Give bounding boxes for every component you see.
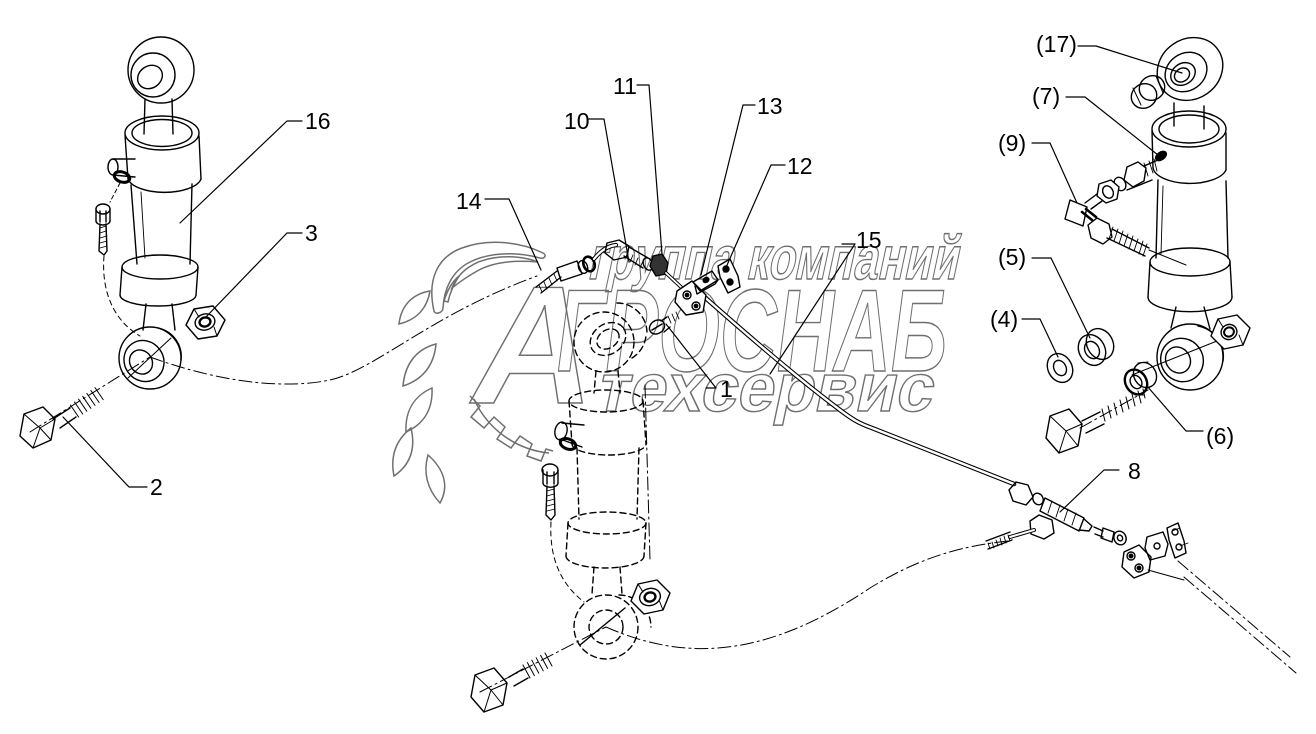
svg-text:10: 10: [564, 108, 590, 134]
svg-text:14: 14: [456, 188, 482, 214]
svg-text:(17): (17): [1036, 31, 1077, 57]
svg-text:(4): (4): [990, 306, 1018, 332]
svg-text:(5): (5): [998, 244, 1026, 270]
svg-text:8: 8: [1128, 458, 1141, 484]
svg-text:13: 13: [757, 93, 783, 119]
svg-text:1: 1: [720, 376, 733, 402]
svg-text:(7): (7): [1032, 83, 1060, 109]
svg-text:15: 15: [856, 227, 882, 253]
svg-text:16: 16: [305, 108, 331, 134]
svg-text:(6): (6): [1206, 423, 1234, 449]
svg-text:2: 2: [150, 474, 163, 500]
svg-text:12: 12: [787, 153, 813, 179]
svg-text:группа компаний: группа компаний: [584, 225, 969, 293]
svg-text:(9): (9): [998, 130, 1026, 156]
svg-text:техсервис: техсервис: [591, 350, 943, 426]
svg-text:ГРОСНАБ: ГРОСНАБ: [557, 265, 947, 396]
svg-text:11: 11: [613, 73, 637, 99]
svg-text:3: 3: [305, 220, 318, 246]
